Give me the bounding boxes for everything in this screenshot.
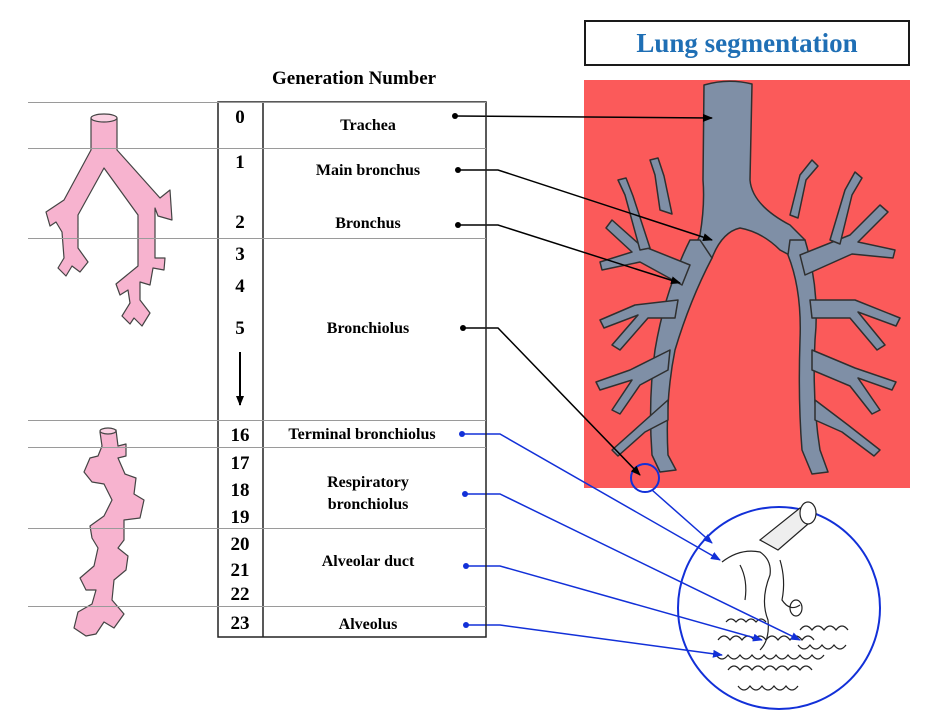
row-divider [28,606,486,607]
generation-number: 16 [230,425,250,446]
label-terminal-bronchiolus: Terminal bronchiolus [288,426,436,443]
zoom-source-circle [630,463,660,493]
label-bronchus: Bronchus [335,215,401,232]
label-bronchiolus: Bronchiolus [326,320,410,337]
generation-number: 3 [235,244,245,265]
row-divider [28,528,486,529]
label-respiratory-bronchiolus-line2: bronchiolus [327,496,409,513]
generation-number: 1 [235,152,245,173]
generation-number: 17 [230,453,250,474]
label-alveolus: Alveolus [338,616,398,633]
table-header: Generation Number [272,68,437,89]
label-respiratory-bronchiolus: Respiratory [327,474,409,491]
blue-pointer-dots [459,431,469,628]
upper-airway-drawing [45,113,173,327]
black-pointers [454,113,713,476]
generation-number: 22 [230,584,250,605]
generation-number: 18 [230,480,250,501]
row-divider [28,447,486,448]
generation-number: 4 [235,276,245,297]
generation-number: 20 [230,534,250,555]
generation-number: 21 [230,560,250,581]
title: Lung segmentation [636,27,858,58]
bronchial-tree [595,80,901,475]
generation-number: 2 [235,212,245,233]
lower-airway-drawing [73,427,145,637]
label-trachea: Trachea [340,117,396,134]
label-main-bronchus: Main bronchus [315,162,421,179]
row-divider [28,420,486,421]
row-divider [28,102,486,103]
generation-number: 5 [235,318,245,339]
black-pointer-dots [452,113,466,331]
row-divider [28,148,486,149]
generation-number: 0 [235,107,245,128]
label-alveolar-duct: Alveolar duct [321,553,415,570]
generation-number: 19 [230,507,250,528]
generation-number: 23 [230,613,250,634]
blue-pointers [462,433,801,658]
title-box: Lung segmentation [584,20,910,66]
row-divider [28,238,486,239]
